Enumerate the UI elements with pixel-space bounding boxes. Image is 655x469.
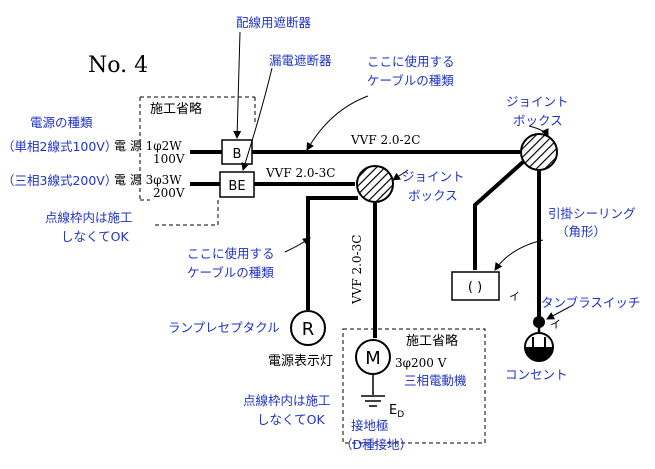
dotted-note-left-2: しなくてOK [61,229,129,244]
leakage-breaker-label: 漏電遮断器 [269,53,332,68]
dotted-note-right-1: 点線枠内は施工 [243,393,331,408]
source-2-label: 電 源 3φ3W [114,173,182,187]
cable-type-top-2: ケーブルの種類 [367,73,454,88]
lamp-receptacle-symbol: R [302,319,315,340]
switch-i-mark: イ [550,318,561,331]
motor-rating-label: 3φ200 V [395,356,447,370]
cable-label-2c: VVF 2.0-2C [350,133,420,147]
blue-annotations: 配線用遮断器 漏電遮断器 ここに使用する ケーブルの種類 ジョイント ボックス … [2,15,640,452]
ceiling-rosette-symbol: ( ) [468,280,482,295]
power-type-label: 電源の種類 [30,115,93,130]
source-1-label: 電 源 1φ2W [114,139,182,153]
junction-box-right [520,133,558,171]
page-title: No. 4 [88,53,148,78]
single-phase-label: （単相2線式100V） [2,139,117,154]
cable-label-3c-horizontal: VVF 2.0-3C [265,166,335,180]
ground-label-1: 接地極 [351,418,389,433]
power-indicator-label: 電源表示灯 [268,354,333,369]
junction-box-center-1: ジョイント [402,169,465,184]
tumbler-switch [533,316,545,328]
leader-arrows [233,31,574,320]
ceiling-rosette-label-2: （角形） [556,224,606,239]
junction-box-center [356,165,394,203]
omit-label-left: 施工省略 [150,101,202,117]
cable-label-3c-vertical: VVF 2.0-3C [350,235,364,305]
lamp-receptacle [290,310,326,346]
motor-name-label: 三相電動機 [404,373,467,388]
ground-symbol-icon [361,395,385,407]
leakage-breaker-box-label: BE [228,179,245,194]
breaker-box [221,139,253,165]
motor-symbol: M [365,348,381,369]
cable-type-mid-1: ここに使用する [187,246,275,261]
ceiling-rosette [451,271,500,301]
omit-box-motor [342,328,486,444]
rosette-i-mark: イ [509,290,520,303]
leakage-breaker-box [219,171,255,198]
junction-box-right-1: ジョイント [506,94,569,109]
source-1-voltage: 100V [153,152,185,166]
cable-type-mid-2: ケーブルの種類 [187,265,274,280]
three-phase-label: （三相3線式200V） [2,173,117,188]
breaker-label: 配線用遮断器 [236,15,312,30]
lamp-receptacle-label: ランプレセプタクル [168,320,280,335]
ceiling-rosette-label-1: 引掛シーリング [548,206,636,221]
outlet-label: コンセント [505,367,568,382]
junction-box-center-2: ボックス [408,188,458,203]
omit-label-motor: 施工省略 [406,333,458,349]
cable-type-top-1: ここに使用する [367,54,455,69]
dotted-note-right-2: しなくてOK [257,412,325,427]
wires [190,150,541,338]
ground-symbol-label: ED [389,403,404,420]
breaker-box-label: B [233,147,242,162]
ground-label-2: （D種接地） [340,437,412,452]
tumbler-switch-label: タンブラスイッチ [541,295,640,310]
dotted-note-left-1: 点線枠内は施工 [45,210,133,225]
omit-box-left [139,96,256,226]
source-2-voltage: 200V [153,186,185,200]
junction-box-right-2: ボックス [513,113,563,128]
